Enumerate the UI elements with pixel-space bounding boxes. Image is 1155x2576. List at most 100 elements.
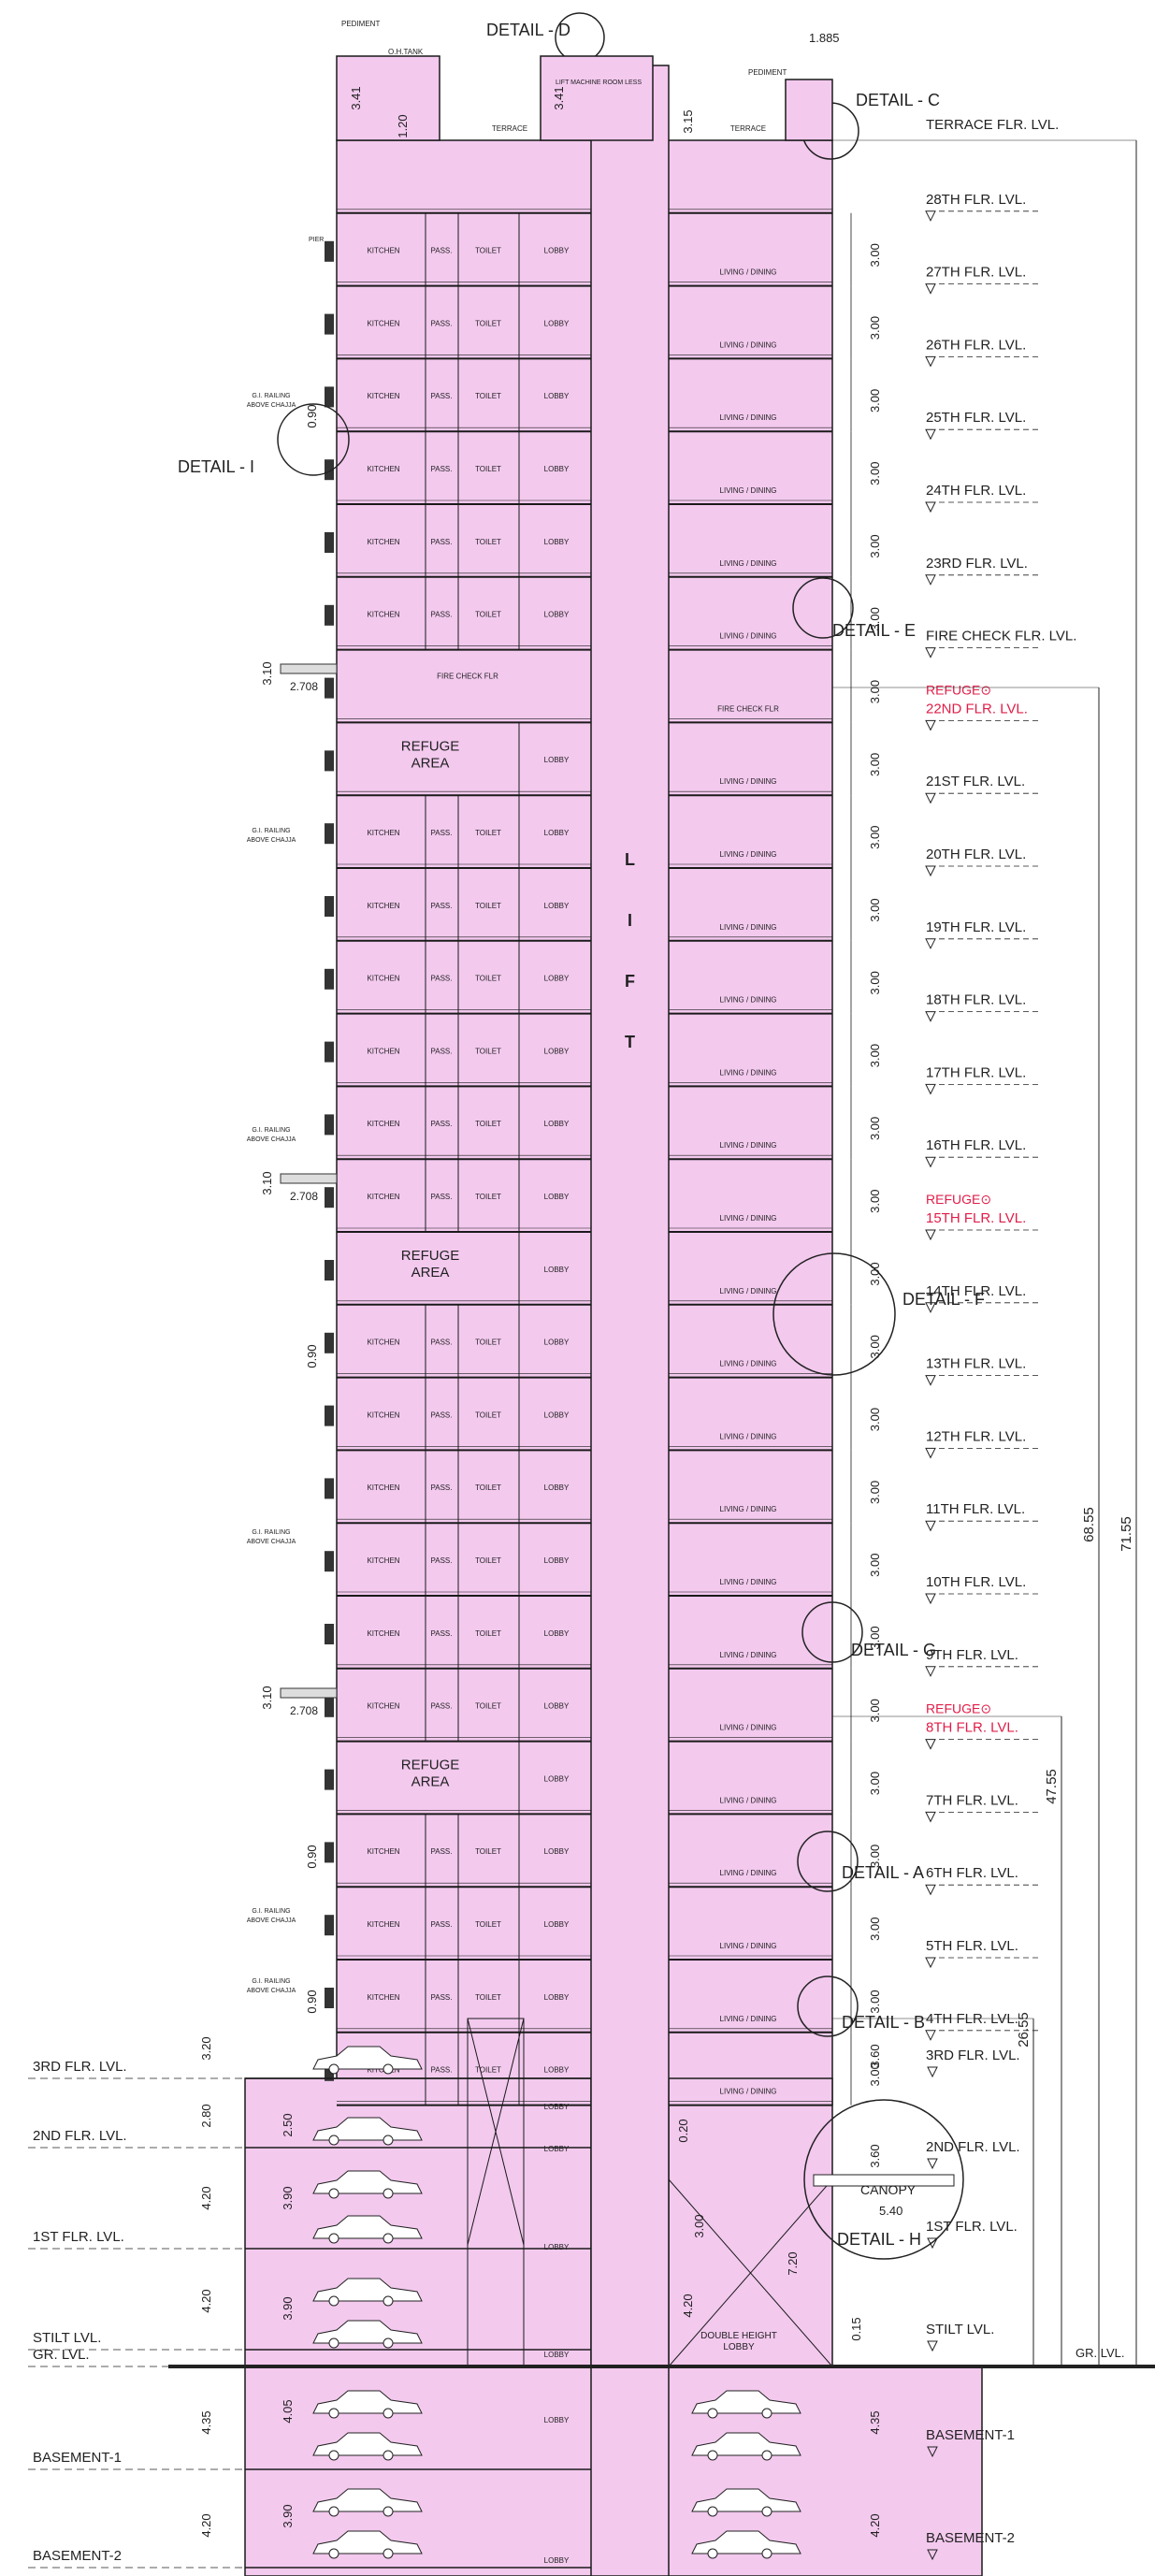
room-label: KITCHEN [367,902,399,910]
level-label: FIRE CHECK FLR. LVL. [926,629,1076,644]
floor-height-dim: 3.00 [868,316,882,340]
wheel [383,2548,394,2559]
dim-120: 1.20 [396,114,410,137]
level-label: 14TH FLR. LVL. [926,1283,1026,1299]
railing-label: G.I. RAILING [252,1529,290,1536]
room-label: TOILET [475,465,501,473]
window-mark [325,1551,334,1572]
level-label: 25TH FLR. LVL. [926,410,1026,426]
detail-label: DETAIL - G [851,1641,936,1659]
room-label: LIVING / DINING [720,268,777,277]
room-label: KITCHEN [367,538,399,546]
chajja [280,1687,338,1699]
room-label: PASS. [431,1920,453,1929]
wheel [761,2408,772,2419]
podium-level-label: 1ST FLR. LVL. [33,2229,124,2245]
room-label: KITCHEN [367,247,399,255]
dim-090: 0.90 [305,1845,319,1868]
level-label: 11TH FLR. LVL. [926,1501,1025,1517]
railing-label: ABOVE CHAJJA [247,1988,296,1994]
core-dim: 4.20 [868,2513,882,2537]
room-label: PASS. [431,975,453,983]
dim-2708: 2.708 [290,1704,318,1717]
lobby-label: LOBBY [544,2351,570,2359]
podium-dim-inner: 3.90 [281,2186,295,2209]
room-label: KITCHEN [367,1993,399,2002]
railing-label: ABOVE CHAJJA [247,1918,296,1924]
level-label: 28TH FLR. LVL. [926,192,1026,208]
room-label: KITCHEN [367,1920,399,1929]
floor-height-dim: 3.00 [868,462,882,485]
room-label: LOBBY [544,1047,570,1055]
oh-tank-label: O.H.TANK [388,48,424,56]
window-mark [325,459,334,481]
level-label: 16TH FLR. LVL. [926,1137,1026,1153]
wheel [707,2548,718,2559]
level-marker [925,210,936,222]
room-label: LIVING / DINING [720,2088,777,2096]
room-label: PASS. [431,1120,453,1128]
top-width-dim: 1.885 [809,31,840,45]
room-label: KITCHEN [367,1193,399,1201]
room-label: PASS. [431,2066,453,2075]
podium-level-label: BASEMENT-1 [33,2450,122,2466]
level-label: 5TH FLR. LVL. [926,1938,1018,1954]
level-label: 13TH FLR. LVL. [926,1356,1026,1372]
ramp-line [467,2018,525,2246]
dim-315: 3.15 [681,109,695,133]
core-dim: 3.60 [868,2044,882,2067]
lift-letter: T [625,1033,635,1051]
podium-right-body [668,2077,833,2367]
lift-machine-box [540,55,654,141]
podium-level-label: GR. LVL. [33,2347,90,2363]
room-label: LIVING / DINING [720,1942,777,1950]
floor-height-dim: 3.00 [868,1918,882,1941]
room-label: PASS. [431,1556,453,1565]
level-marker [927,2549,938,2561]
podium-level-label: 3RD FLR. LVL. [33,2059,127,2075]
car-icon [312,2432,423,2456]
floor-height-dim: 3.00 [868,1772,882,1795]
floor-height-dim: 3.00 [868,1044,882,1067]
level-label: 17TH FLR. LVL. [926,1064,1026,1080]
car-icon [312,2488,423,2512]
room-label: LIVING / DINING [720,1432,777,1440]
car-icon [312,2215,423,2239]
window-mark [325,1696,334,1717]
room-label: LIVING / DINING [720,1214,777,1223]
wheel [328,2450,339,2461]
room-label: TOILET [475,1920,501,1929]
room-label: LIVING / DINING [720,486,777,495]
floor-height-dim: 3.00 [868,753,882,776]
floor-height-dim: 3.00 [868,1481,882,1504]
level-label: TERRACE FLR. LVL. [926,117,1059,133]
wheel [707,2506,718,2517]
level-label: 23RD FLR. LVL. [926,556,1028,572]
pier-label: PIER [309,237,324,243]
window-mark [325,1842,334,1863]
level-marker [925,283,936,295]
level-marker [925,1229,936,1241]
wheel [383,2506,394,2517]
detail-circle [797,1831,859,1892]
level-label: 8TH FLR. LVL. [926,1720,1018,1736]
podium-right-label: BASEMENT-2 [926,2530,1015,2546]
level-label: 27TH FLR. LVL. [926,265,1026,281]
floor-height-dim: 3.00 [868,680,882,703]
floor-height-dim: 3.00 [868,1262,882,1285]
room-label: KITCHEN [367,1556,399,1565]
railing-label: ABOVE CHAJJA [247,1136,296,1143]
level-marker [925,1447,936,1459]
floor-height-dim: 3.00 [868,1117,882,1140]
floor-height-dim: 3.00 [868,243,882,267]
dim-2708: 2.708 [290,1190,318,1203]
room-label: LOBBY [544,1702,570,1711]
level-labels: 28TH FLR. LVL.27TH FLR. LVL.26TH FLR. LV… [925,117,1125,2561]
room-label: TOILET [475,1193,501,1201]
lift-shaft [590,65,670,2576]
dim-090: 0.90 [305,404,319,427]
room-label: LOBBY [544,756,570,764]
room-label: LOBBY [544,1411,570,1419]
floor-height-dim: 3.00 [868,1699,882,1722]
